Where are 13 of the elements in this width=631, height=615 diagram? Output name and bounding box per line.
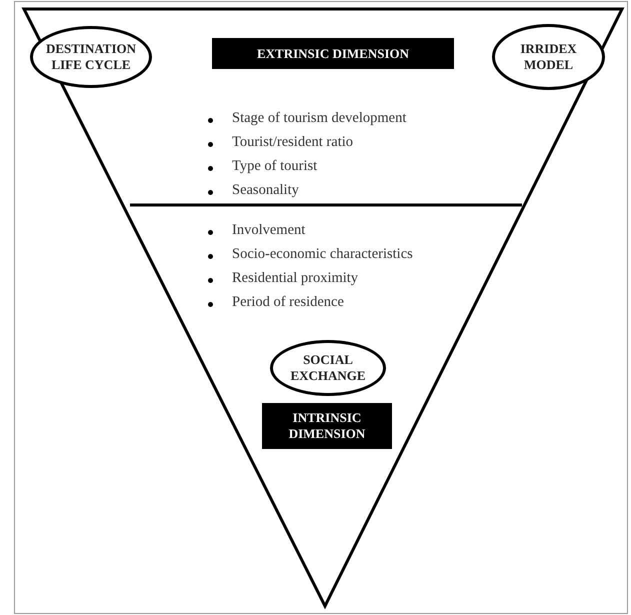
list-item: Involvement [232, 222, 306, 239]
list-item: Tourist/resident ratio [232, 134, 353, 151]
heading-banner: INTRINSIC DIMENSION [262, 403, 392, 449]
list-item: Seasonality [232, 182, 299, 199]
list-item: Type of tourist [232, 158, 318, 175]
list-item: Residential proximity [232, 270, 358, 287]
ellipse-label: SOCIAL EXCHANGE [270, 340, 386, 396]
list-item: Stage of tourism development [232, 110, 406, 127]
heading-banner: EXTRINSIC DIMENSION [212, 38, 454, 69]
ellipse-label: IRRIDEX MODEL [492, 24, 605, 90]
ellipse-label: DESTINATION LIFE CYCLE [30, 26, 152, 88]
list-item: Socio-economic characteristics [232, 246, 413, 263]
list-item: Period of residence [232, 294, 344, 311]
